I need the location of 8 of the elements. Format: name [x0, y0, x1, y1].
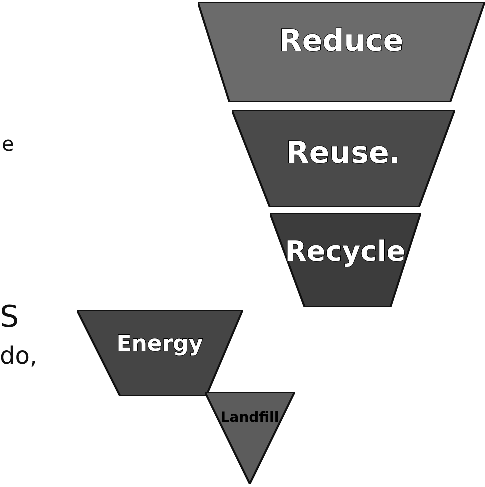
level-label: Recycle — [284, 235, 407, 268]
level-label: Landfill — [220, 410, 280, 426]
cut-off-text: S — [0, 300, 20, 335]
cut-off-text: e — [2, 132, 14, 156]
cut-off-text: do, — [0, 342, 38, 370]
level-label: Energy — [116, 332, 204, 357]
level-label: Reuse. — [285, 136, 402, 171]
level-label: Reduce — [278, 24, 405, 59]
